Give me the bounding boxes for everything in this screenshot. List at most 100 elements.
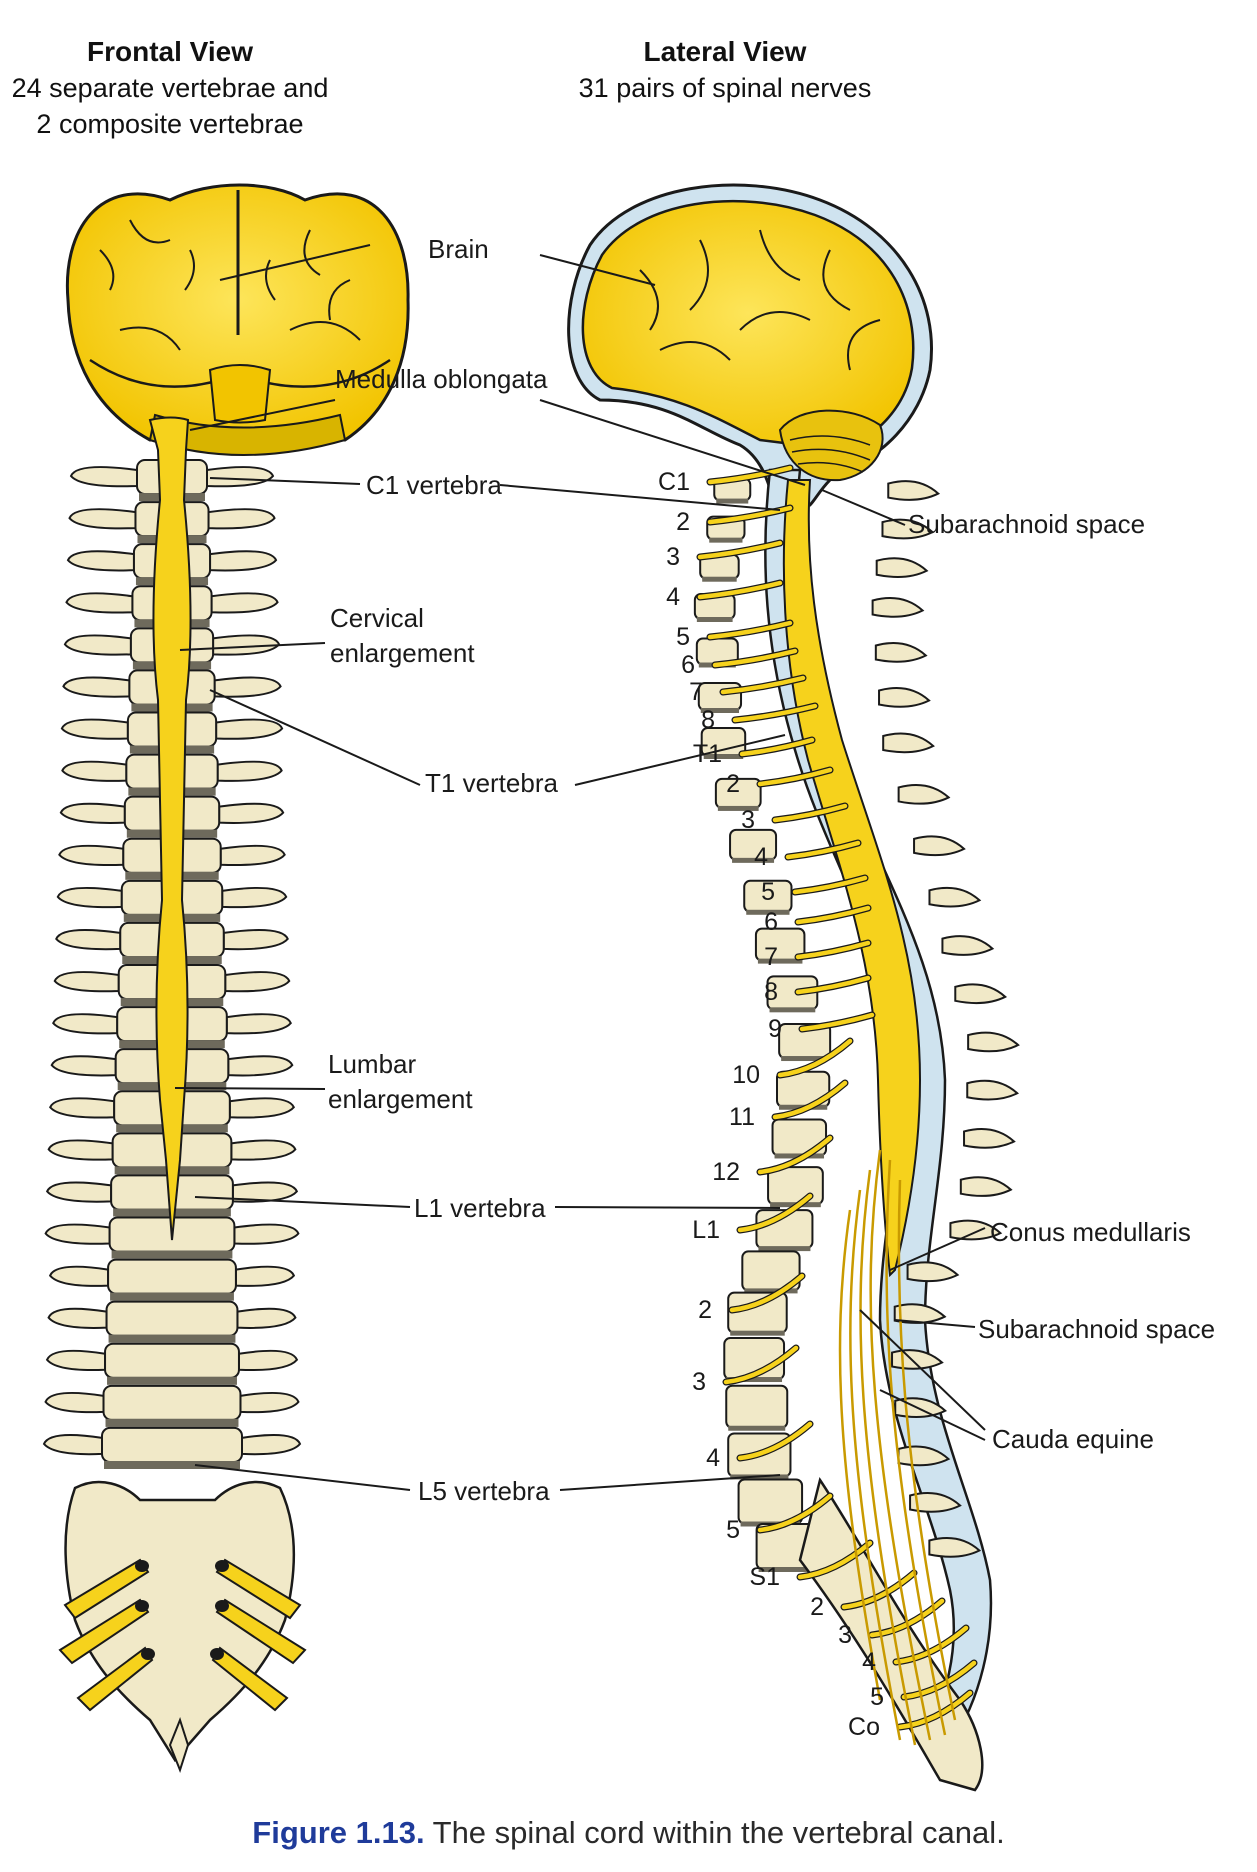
spinal-nerve-root [729, 1273, 805, 1313]
spinal-nerve-root [792, 875, 868, 895]
lateral-vertebra [754, 927, 995, 964]
figure-caption-text: The spinal cord within the vertebral can… [424, 1815, 1005, 1850]
label-lumbar-enlargement-2: enlargement [328, 1084, 473, 1114]
label-l5-vertebra: L5 vertebra [418, 1476, 550, 1506]
spinal-nerve-root [720, 675, 806, 695]
nerve-number-label: Co [848, 1713, 880, 1741]
label-brain: Brain [428, 234, 489, 264]
spinal-nerve-root [757, 1493, 833, 1533]
lateral-vertebra [727, 1291, 947, 1336]
nerve-number-label: 5 [726, 1516, 740, 1544]
frontal-brain [65, 183, 410, 456]
spinal-nerve-root [697, 540, 783, 560]
nerve-number-label: T1 [693, 740, 722, 768]
nerve-number-label: 5 [870, 1683, 884, 1711]
nerve-number-label: 12 [712, 1158, 740, 1186]
spinal-nerve-root [777, 1038, 853, 1078]
figure-caption: Figure 1.13. The spinal cord within the … [0, 1815, 1257, 1851]
nerve-number-label: 2 [698, 1296, 712, 1324]
lateral-brain [567, 183, 933, 507]
spinal-nerve-root [757, 1135, 833, 1175]
label-c1-vertebra: C1 vertebra [366, 470, 502, 500]
callout-labels: Brain Medulla oblongata C1 vertebra Cerv… [328, 234, 1215, 1506]
nerve-number-label: C1 [658, 468, 690, 496]
spinal-nerve-root [739, 737, 815, 757]
lateral-vertebra [729, 828, 966, 863]
lateral-vertebra [699, 553, 929, 582]
nerve-number-label: 3 [741, 806, 755, 834]
nerve-number-label: 10 [732, 1061, 760, 1089]
frontal-view-subtitle-2: 2 composite vertebrae [36, 109, 304, 139]
nerve-number-label: 5 [761, 878, 775, 906]
frontal-vertebra [47, 1300, 297, 1343]
spinal-nerve-root [893, 1625, 969, 1665]
nerve-number-label: S1 [749, 1563, 780, 1591]
frontal-sacrum [58, 1480, 307, 1773]
spinal-nerve-root [795, 975, 871, 995]
spinal-nerve-root [797, 1540, 873, 1580]
spinal-nerve-root [707, 505, 793, 525]
spinal-nerve-root [737, 1193, 813, 1233]
spinal-nerve-root [901, 1660, 977, 1700]
lateral-vertebra [755, 1209, 1003, 1252]
nerve-number-label: 3 [838, 1621, 852, 1649]
spinal-nerve-root [732, 703, 818, 723]
spinal-nerve-root [772, 1080, 848, 1120]
frontal-vertebra [42, 1426, 302, 1469]
label-lumbar-enlargement-1: Lumbar [328, 1049, 416, 1079]
spinal-nerve-root [697, 580, 783, 600]
figure-number: Figure 1.13. [252, 1815, 425, 1850]
nerve-number-label: 2 [676, 508, 690, 536]
nerve-number-label: 7 [764, 943, 778, 971]
spinal-nerve-root [795, 905, 871, 925]
label-t1-vertebra: T1 vertebra [425, 768, 558, 798]
lateral-view-header: Lateral View 31 pairs of spinal nerves [560, 34, 890, 106]
label-medulla-oblongata: Medulla oblongata [335, 364, 548, 394]
cauda-equina-bundle [838, 1149, 957, 1746]
nerve-number-label: 9 [768, 1015, 782, 1043]
nerve-number-label: 3 [692, 1368, 706, 1396]
nerve-number-label: 8 [701, 706, 715, 734]
label-subarachnoid-space-lower: Subarachnoid space [978, 1314, 1215, 1344]
lateral-vertebra [713, 477, 941, 504]
lateral-vertebra [737, 1478, 962, 1527]
spinal-nerve-root [712, 648, 798, 668]
spinal-nerve-root [757, 767, 833, 787]
nerve-number-label: 4 [862, 1648, 876, 1676]
lateral-csf-sheath [764, 468, 993, 1747]
nerve-number-label: 4 [754, 843, 768, 871]
nerve-number-label: 4 [706, 1444, 720, 1472]
nerve-number-label: 7 [689, 678, 703, 706]
label-l1-vertebra: L1 vertebra [414, 1193, 546, 1223]
spinal-nerve-root [897, 1690, 973, 1730]
spinal-nerve-root [841, 1570, 917, 1610]
spinal-nerve-root [707, 620, 793, 640]
frontal-vertebra [44, 1384, 300, 1427]
label-conus-medullaris: Conus medullaris [990, 1217, 1191, 1247]
spinal-nerve-root [799, 1012, 875, 1032]
spinal-nerve-root [772, 803, 848, 823]
label-cervical-enlargement-1: Cervical [330, 603, 424, 633]
diagram-illustration: Brain Medulla oblongata C1 vertebra Cerv… [42, 183, 1215, 1792]
frontal-view-header: Frontal View 24 separate vertebrae and 2… [0, 34, 340, 142]
lateral-vertebra [700, 727, 935, 759]
lateral-vertebra [743, 879, 982, 915]
lateral-vertebra [778, 1023, 1020, 1062]
nerve-number-label: 6 [681, 651, 695, 679]
nerve-number-label: 2 [726, 770, 740, 798]
nerve-number-label: L1 [692, 1216, 720, 1244]
lateral-vertebra [741, 1250, 960, 1294]
spinal-nerve-root [723, 1345, 799, 1385]
label-subarachnoid-space-upper: Subarachnoid space [908, 509, 1145, 539]
lateral-view-subtitle: 31 pairs of spinal nerves [578, 73, 872, 103]
frontal-spinal-cord [148, 416, 192, 1241]
spinal-nerve-root [707, 465, 793, 485]
frontal-vertebra [45, 1342, 299, 1385]
nerve-number-label: 6 [764, 908, 778, 936]
nerve-number-label: 5 [676, 623, 690, 651]
nerve-number-label: 3 [666, 543, 680, 571]
frontal-view-subtitle-1: 24 separate vertebrae and [11, 73, 329, 103]
spinal-nerve-root [795, 940, 871, 960]
label-cauda-equine: Cauda equine [992, 1424, 1154, 1454]
